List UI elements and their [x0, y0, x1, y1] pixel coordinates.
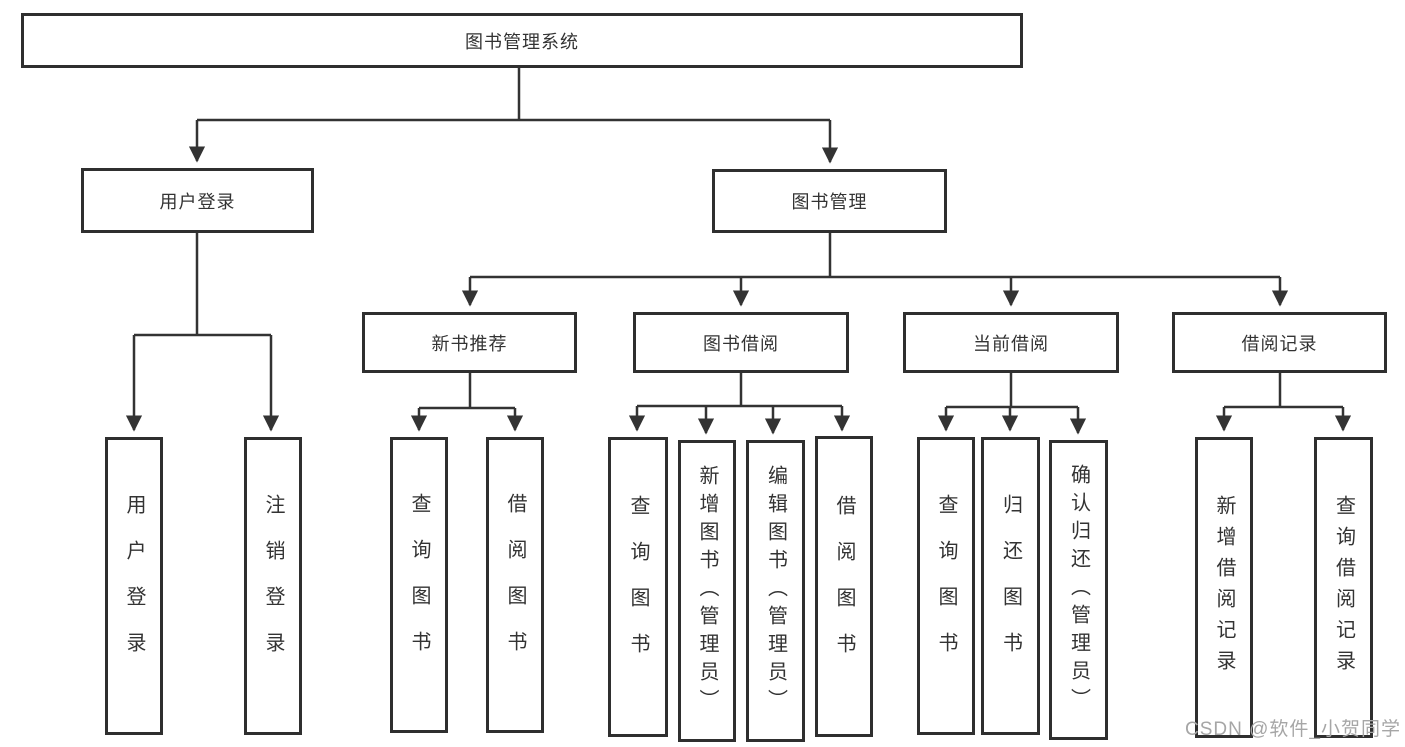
connector-current-borrow-children	[937, 373, 1087, 435]
leaf-query-book-b: 查询图书	[608, 437, 668, 737]
node-book-mgmt: 图书管理	[712, 169, 947, 233]
leaf-add-book-admin: 新增图书（管理员）	[678, 440, 736, 742]
leaf-confirm-return-admin: 确认归还（管理员）	[1049, 440, 1108, 740]
node-user-login: 用户登录	[81, 168, 314, 233]
leaf-return-book: 归还图书	[981, 437, 1040, 735]
connector-book-mgmt-children	[461, 233, 1289, 307]
leaf-borrow-book-a: 借阅图书	[486, 437, 544, 733]
connector-root-to-level2	[188, 68, 839, 164]
node-new-book-rec: 新书推荐	[362, 312, 577, 373]
leaf-user-login: 用户登录	[105, 437, 163, 735]
csdn-watermark: CSDN @软件_小贺同学	[1185, 719, 1401, 740]
connector-new-book-rec-children	[410, 373, 524, 432]
connector-book-borrow-children	[628, 373, 851, 435]
node-book-borrow: 图书借阅	[633, 312, 849, 373]
leaf-edit-book-admin: 编辑图书（管理员）	[746, 440, 805, 742]
connector-borrow-records-children	[1215, 373, 1352, 432]
node-root: 图书管理系统	[21, 13, 1023, 68]
leaf-query-borrow-record: 查询借阅记录	[1314, 437, 1373, 738]
node-borrow-records: 借阅记录	[1172, 312, 1387, 373]
leaf-query-book-a: 查询图书	[390, 437, 448, 733]
leaf-query-book-c: 查询图书	[917, 437, 975, 735]
connector-user-login-children	[125, 233, 280, 432]
leaf-logout: 注销登录	[244, 437, 302, 735]
node-current-borrow: 当前借阅	[903, 312, 1119, 373]
leaf-borrow-book-b: 借阅图书	[815, 436, 873, 737]
leaf-add-borrow-record: 新增借阅记录	[1195, 437, 1253, 738]
